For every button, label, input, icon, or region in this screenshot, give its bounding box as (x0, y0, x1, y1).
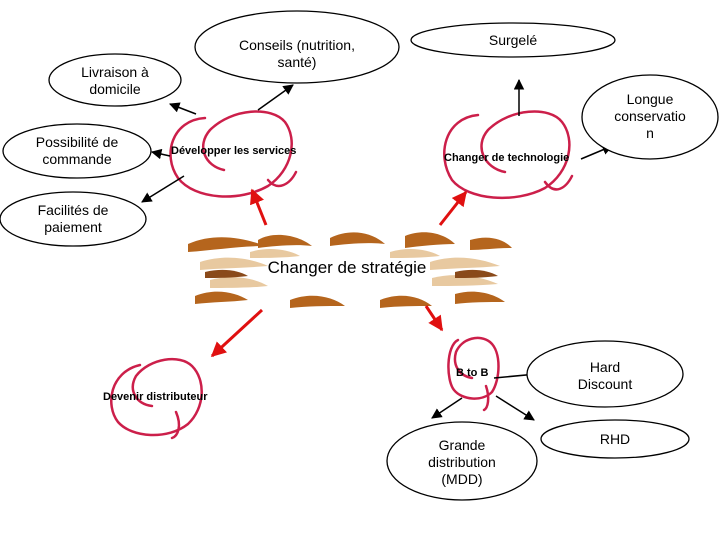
oval-hard-discount-line-1: Hard (590, 359, 620, 375)
oval-frozen-line-1: Surgelé (489, 32, 537, 48)
q-shape-technology (443, 110, 574, 200)
q-shape-btob (447, 336, 500, 412)
oval-payment-line-1: Facilités de (38, 202, 109, 218)
oval-long-storage-line-3: n (646, 125, 654, 141)
arrow-services-to-ordering (150, 148, 171, 160)
oval-payment-line-2: paiement (44, 219, 102, 235)
arrow-btob-to-mass-retail (431, 397, 463, 419)
strategy-label-technology: Changer de technologie (444, 152, 569, 164)
arrow-services-to-payment (141, 175, 185, 203)
center-brush-decoration (188, 232, 512, 308)
oval-rhd: RHD (540, 419, 690, 459)
arrow-services-to-advice (257, 84, 294, 111)
strategy-label-btob: B to B (456, 367, 488, 379)
oval-delivery-line-2: domicile (89, 81, 141, 97)
oval-long-storage-line-1: Longue (627, 91, 674, 107)
oval-frozen: Surgelé (410, 22, 616, 58)
strategy-label-distributor: Devenir distributeur (103, 391, 208, 403)
q-shape-distributor (110, 358, 203, 440)
q-shape-services (169, 110, 298, 198)
oval-delivery-line-1: Livraison à (81, 64, 149, 80)
oval-ordering-line-1: Possibilité de (36, 134, 119, 150)
oval-mass-retail-line-3: (MDD) (441, 471, 482, 487)
red-arrows (210, 188, 468, 358)
oval-advice: Conseils (nutrition,santé) (194, 10, 400, 84)
arrow-services-to-delivery (169, 102, 197, 115)
arrow-center-to-distributor (210, 308, 264, 358)
oval-mass-retail-line-2: distribution (428, 454, 496, 470)
black-arrows (141, 78, 613, 421)
oval-mass-retail-line-1: Grande (439, 437, 486, 453)
strategy-label-services: Développer les services (171, 145, 296, 157)
arrow-center-to-services (250, 188, 268, 226)
oval-advice-line-1: Conseils (nutrition, (239, 37, 355, 53)
oval-advice-line-2: santé) (278, 54, 317, 70)
oval-ordering-line-2: commande (42, 151, 111, 167)
oval-long-storage-line-2: conservatio (614, 108, 686, 124)
oval-hard-discount-line-2: Discount (578, 376, 633, 392)
center-strategy-label: Changer de stratégie (268, 258, 427, 277)
arrow-center-to-technology (438, 190, 468, 226)
arrow-center-to-btob (424, 305, 444, 332)
oval-rhd-line-1: RHD (600, 431, 630, 447)
svg-text:Surgelé: Surgelé (489, 32, 537, 48)
svg-text:Conseils (nutrition,santé): Conseils (nutrition,santé) (239, 37, 355, 70)
arrow-btob-to-rhd (495, 395, 535, 421)
svg-text:RHD: RHD (600, 431, 630, 447)
